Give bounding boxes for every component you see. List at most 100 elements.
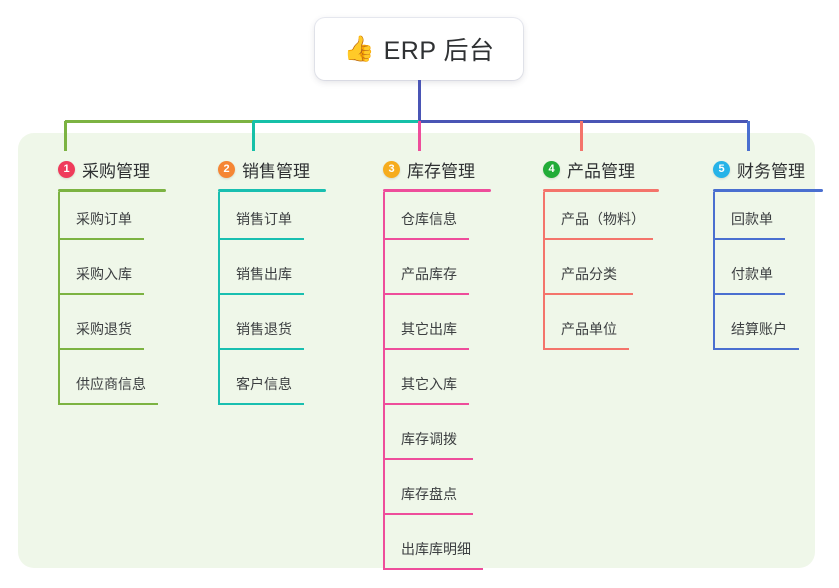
- leaf-item-label: 回款单: [731, 211, 773, 227]
- leaf-item-underline: [383, 348, 469, 350]
- branch-title-underline: [218, 189, 326, 192]
- leaf-item[interactable]: 销售退货: [200, 302, 310, 357]
- branch-title: 财务管理: [737, 161, 805, 181]
- branch-trunk-line: [713, 192, 715, 350]
- branch-header-1[interactable]: 1 采购管理: [40, 146, 166, 192]
- branch-column-4: 4 产品管理产品（物料） 产品分类产品单位: [525, 146, 659, 357]
- leaf-item[interactable]: 供应商信息: [40, 357, 158, 412]
- root-node[interactable]: 👍 ERP 后台: [315, 18, 523, 80]
- leaf-item[interactable]: 销售出库: [200, 247, 310, 302]
- leaf-item-underline: [543, 293, 633, 295]
- branch-title: 库存管理: [407, 161, 475, 181]
- leaf-item-underline: [383, 238, 469, 240]
- leaf-item-underline: [383, 293, 469, 295]
- leaf-item-label: 结算账户: [731, 321, 787, 337]
- leaf-item-label: 其它出库: [401, 321, 457, 337]
- leaf-item-label: 销售出库: [236, 266, 292, 282]
- branch-title: 产品管理: [567, 161, 635, 181]
- branch-title-underline: [543, 189, 659, 192]
- leaf-item-label: 产品库存: [401, 266, 457, 282]
- branch-trunk-line: [58, 192, 60, 405]
- leaf-item-underline: [543, 238, 653, 240]
- branch-column-1: 1 采购管理采购订单采购入库采购退货供应商信息: [40, 146, 166, 412]
- branch-trunk-line: [543, 192, 545, 350]
- leaf-item-label: 库存盘点: [401, 486, 457, 502]
- leaf-item[interactable]: 库存调拨: [365, 412, 475, 467]
- leaf-item[interactable]: 产品库存: [365, 247, 475, 302]
- leaf-item-label: 付款单: [731, 266, 773, 282]
- branch-items: 销售订单销售出库销售退货客户信息: [200, 192, 310, 412]
- branch-title: 采购管理: [82, 161, 150, 181]
- leaf-item-underline: [713, 293, 785, 295]
- branch-items: 仓库信息产品库存其它出库其它入库库存调拨库存盘点出库库明细: [365, 192, 483, 577]
- leaf-item-underline: [383, 513, 473, 515]
- branch-title-underline: [713, 189, 823, 192]
- branch-trunk-line: [218, 192, 220, 405]
- branch-header-5[interactable]: 5 财务管理: [695, 146, 823, 192]
- leaf-item[interactable]: 其它入库: [365, 357, 475, 412]
- root-title: ERP 后台: [383, 37, 495, 65]
- leaf-item-label: 采购退货: [76, 321, 132, 337]
- leaf-item[interactable]: 采购入库: [40, 247, 150, 302]
- leaf-item-underline: [383, 403, 469, 405]
- leaf-item[interactable]: 出库库明细: [365, 522, 483, 577]
- leaf-item-underline: [58, 348, 144, 350]
- leaf-item-label: 产品单位: [561, 321, 617, 337]
- branch-items: 回款单付款单结算账户: [695, 192, 805, 357]
- leaf-item[interactable]: 付款单: [695, 247, 805, 302]
- leaf-item-label: 出库库明细: [401, 541, 471, 557]
- branch-number-badge: 1: [58, 160, 75, 178]
- leaf-item-label: 仓库信息: [401, 211, 457, 227]
- leaf-item-underline: [383, 568, 483, 570]
- branch-title: 销售管理: [242, 161, 310, 181]
- branch-column-3: 3 库存管理仓库信息产品库存其它出库其它入库库存调拨库存盘点出库库明细: [365, 146, 491, 577]
- leaf-item-label: 供应商信息: [76, 376, 146, 392]
- branch-number-badge: 3: [383, 160, 400, 178]
- leaf-item[interactable]: 采购订单: [40, 192, 150, 247]
- leaf-item-label: 其它入库: [401, 376, 457, 392]
- branch-number-badge: 4: [543, 160, 560, 178]
- leaf-item-label: 产品（物料）: [561, 211, 645, 227]
- leaf-item-label: 采购入库: [76, 266, 132, 282]
- leaf-item[interactable]: 产品（物料）: [525, 192, 653, 247]
- branch-items: 采购订单采购入库采购退货供应商信息: [40, 192, 158, 412]
- leaf-item[interactable]: 结算账户: [695, 302, 805, 357]
- branch-number-badge: 5: [713, 160, 730, 178]
- leaf-item[interactable]: 仓库信息: [365, 192, 475, 247]
- leaf-item[interactable]: 采购退货: [40, 302, 150, 357]
- leaf-item-underline: [383, 458, 473, 460]
- branch-header-4[interactable]: 4 产品管理: [525, 146, 659, 192]
- branches-panel: [18, 133, 815, 568]
- leaf-item[interactable]: 库存盘点: [365, 467, 475, 522]
- branch-column-2: 2 销售管理销售订单销售出库销售退货客户信息: [200, 146, 326, 412]
- branch-header-2[interactable]: 2 销售管理: [200, 146, 326, 192]
- leaf-item-label: 销售订单: [236, 211, 292, 227]
- leaf-item-underline: [713, 238, 785, 240]
- leaf-item-underline: [58, 293, 144, 295]
- leaf-item-label: 客户信息: [236, 376, 292, 392]
- branch-column-5: 5 财务管理回款单付款单结算账户: [695, 146, 823, 357]
- leaf-item-underline: [218, 348, 304, 350]
- leaf-item-underline: [713, 348, 799, 350]
- branch-items: 产品（物料） 产品分类产品单位: [525, 192, 653, 357]
- leaf-item[interactable]: 销售订单: [200, 192, 310, 247]
- branch-trunk-line: [383, 192, 385, 570]
- leaf-item-underline: [543, 348, 629, 350]
- leaf-item-underline: [218, 293, 304, 295]
- leaf-item-underline: [58, 238, 144, 240]
- thumbs-up-icon: 👍: [343, 34, 375, 63]
- leaf-item-label: 销售退货: [236, 321, 292, 337]
- leaf-item[interactable]: 其它出库: [365, 302, 475, 357]
- leaf-item-label: 产品分类: [561, 266, 617, 282]
- leaf-item[interactable]: 客户信息: [200, 357, 310, 412]
- leaf-item-label: 采购订单: [76, 211, 132, 227]
- leaf-item[interactable]: 回款单: [695, 192, 805, 247]
- branch-title-underline: [383, 189, 491, 192]
- branch-header-3[interactable]: 3 库存管理: [365, 146, 491, 192]
- branch-number-badge: 2: [218, 160, 235, 178]
- leaf-item-underline: [218, 238, 304, 240]
- branch-title-underline: [58, 189, 166, 192]
- leaf-item[interactable]: 产品单位: [525, 302, 635, 357]
- leaf-item[interactable]: 产品分类: [525, 247, 635, 302]
